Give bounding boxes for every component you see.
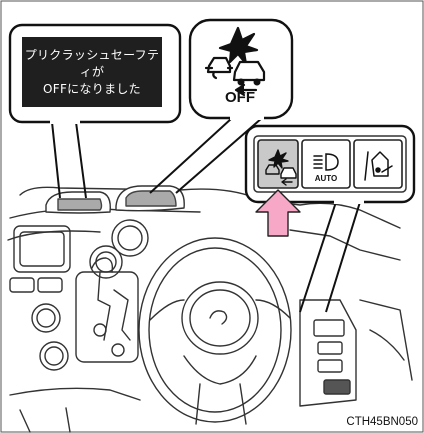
dashboard <box>7 185 413 433</box>
display-message-line1: プリクラッシュセーフティが <box>24 47 160 79</box>
left-meter-display <box>57 198 103 211</box>
auto-high-beam-icon <box>313 153 339 171</box>
indicator-status-label: OFF <box>225 89 255 106</box>
pre-collision-system-off-icon <box>204 26 266 97</box>
display-message: プリクラッシュセーフティが OFFになりました <box>22 37 162 107</box>
lane-departure-switch[interactable] <box>353 139 403 189</box>
press-arrow-icon <box>255 189 301 237</box>
figure-code: CTH45BN050 <box>346 416 418 428</box>
indicator-callout <box>149 18 294 194</box>
right-meter-display <box>125 190 177 207</box>
display-message-line2: OFFになりました <box>43 81 141 96</box>
headlight-switch-label: AUTO <box>315 174 338 183</box>
lane-departure-alert-icon <box>364 151 393 181</box>
switch-cluster-location <box>323 379 351 395</box>
switch-callout: AUTO <box>244 124 416 313</box>
display-screen <box>22 37 162 107</box>
display-callout <box>8 23 182 199</box>
pre-collision-switch-icon <box>265 149 297 186</box>
